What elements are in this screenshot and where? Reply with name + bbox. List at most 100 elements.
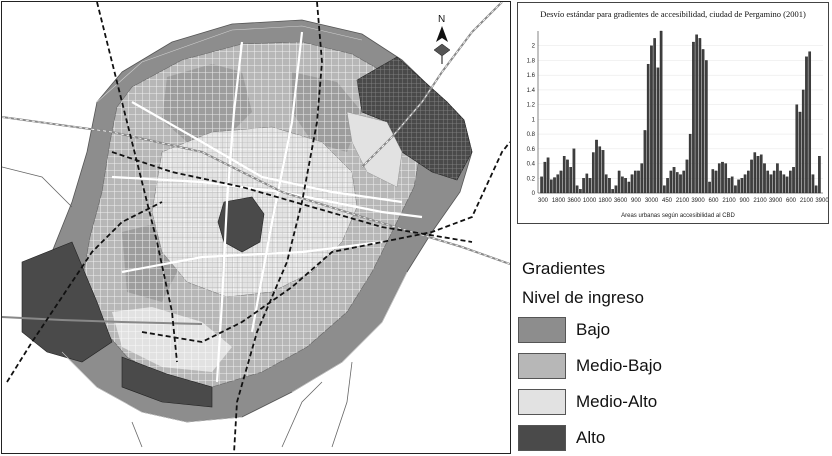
chart-x-tick-label: 300	[538, 198, 549, 204]
chart-bar	[759, 154, 763, 194]
legend-item-alto: Alto	[518, 425, 818, 453]
chart-bar	[763, 163, 766, 194]
chart-bar	[679, 174, 682, 194]
chart-y-tick-label: 0.8	[527, 132, 536, 138]
chart-x-tick-label: 900	[739, 198, 750, 204]
chart-bar	[685, 159, 689, 194]
chart-bar	[805, 56, 808, 194]
chart-x-tick-label: 2100	[676, 198, 690, 204]
chart-bars	[540, 30, 821, 194]
bar-chart: Desvío estándar para gradientes de acces…	[527, 9, 828, 219]
chart-bar	[575, 185, 579, 194]
north-arrow-icon: N	[433, 14, 451, 64]
chart-x-tick-label: 3900	[815, 198, 828, 204]
legend-gradients-label: Gradientes	[522, 259, 606, 278]
chart-bar	[682, 170, 686, 194]
chart-bar	[669, 170, 673, 194]
chart-bar	[727, 178, 731, 194]
chart-bar	[627, 181, 631, 194]
chart-bar	[675, 172, 679, 194]
chart-bar	[792, 167, 795, 194]
chart-y-tick-label: 0.2	[527, 176, 536, 182]
chart-bar	[608, 178, 611, 194]
chart-x-tick-label: 1800	[552, 198, 566, 204]
legend-swatch-alto	[518, 425, 566, 451]
chart-bar	[666, 178, 669, 194]
legend-item-medio-alto: Medio-Alto	[518, 389, 818, 417]
chart-x-tick-label: 2100	[722, 198, 736, 204]
rural-roads	[2, 166, 353, 448]
chart-bar	[766, 170, 770, 194]
legend-income-label: Nivel de ingreso	[522, 288, 644, 307]
chart-bar	[659, 30, 663, 194]
chart-x-axis-label: Areas urbanas según accesibilidad al CBD	[621, 213, 735, 219]
chart-bar	[663, 185, 666, 194]
chart-bar	[643, 130, 647, 194]
chart-x-tick-label: 1800	[598, 198, 612, 204]
chart-bar	[595, 139, 598, 194]
chart-x-tick-label: 3900	[691, 198, 705, 204]
chart-bar	[553, 177, 556, 194]
chart-y-tick-label: 1	[532, 117, 536, 123]
chart-bar	[653, 38, 656, 194]
legend-label-alto: Alto	[576, 428, 606, 447]
chart-bar	[692, 41, 695, 194]
chart-x-tick-label: 450	[662, 198, 673, 204]
chart-y-tick-label: 1.2	[527, 103, 536, 109]
chart-bar	[737, 179, 740, 194]
chart-y-tick-label: 2	[532, 44, 536, 50]
chart-bar	[724, 163, 728, 194]
chart-y-tick-label: 1.6	[527, 73, 536, 79]
chart-bar	[740, 178, 744, 194]
chart-bar	[672, 167, 676, 194]
chart-bar	[714, 170, 718, 194]
chart-x-tick-label: 2100	[753, 198, 767, 204]
chart-x-tick-label: 600	[786, 198, 797, 204]
chart-bar	[604, 174, 608, 194]
chart-bar	[782, 174, 786, 194]
chart-x-tick-label: 3900	[769, 198, 783, 204]
chart-bar	[788, 170, 792, 194]
chart-bar	[546, 157, 550, 194]
chart-bar	[711, 169, 715, 194]
chart-bar	[756, 156, 760, 194]
chart-bar	[621, 176, 624, 194]
chart-bar	[801, 89, 805, 194]
chart-bar	[617, 170, 621, 194]
contour-line-3	[291, 271, 408, 393]
chart-bar	[630, 174, 634, 194]
chart-bar	[795, 104, 799, 194]
chart-bar	[566, 159, 569, 194]
chart-bar	[614, 185, 618, 194]
chart-bar	[779, 170, 782, 194]
chart-bar	[637, 170, 640, 194]
chart-title: Desvío estándar para gradientes de acces…	[540, 9, 806, 19]
street-grid-ne	[357, 57, 472, 180]
chart-bar	[808, 51, 812, 194]
chart-bar	[579, 189, 582, 194]
chart-bar	[750, 159, 753, 194]
chart-y-tick-label: 1.4	[527, 88, 536, 94]
chart-bar	[753, 152, 757, 194]
chart-bar	[601, 150, 605, 194]
chart-x-tick-label: 900	[631, 198, 642, 204]
legend-label-bajo: Bajo	[576, 320, 611, 339]
map-panel[interactable]: N	[1, 1, 511, 454]
chart-bar	[598, 146, 602, 194]
chart-y-tick-label: 1.8	[527, 58, 536, 64]
legend-item-medio-bajo: Medio-Bajo	[518, 353, 818, 381]
chart-bar	[705, 60, 708, 194]
contour-line-2	[61, 351, 243, 423]
chart-bar	[646, 63, 650, 194]
chart-bar	[640, 163, 644, 194]
chart-bar	[721, 161, 724, 194]
chart-bar	[811, 174, 815, 194]
city-map[interactable]: N	[2, 2, 510, 453]
chart-bar	[556, 174, 560, 194]
chart-bar	[701, 49, 705, 194]
legend-label-medio-alto: Medio-Alto	[576, 392, 658, 411]
chart-bar	[698, 38, 702, 194]
chart-bar	[717, 163, 721, 194]
chart-bar	[730, 176, 734, 194]
chart-x-tick-label: 1000	[583, 198, 597, 204]
